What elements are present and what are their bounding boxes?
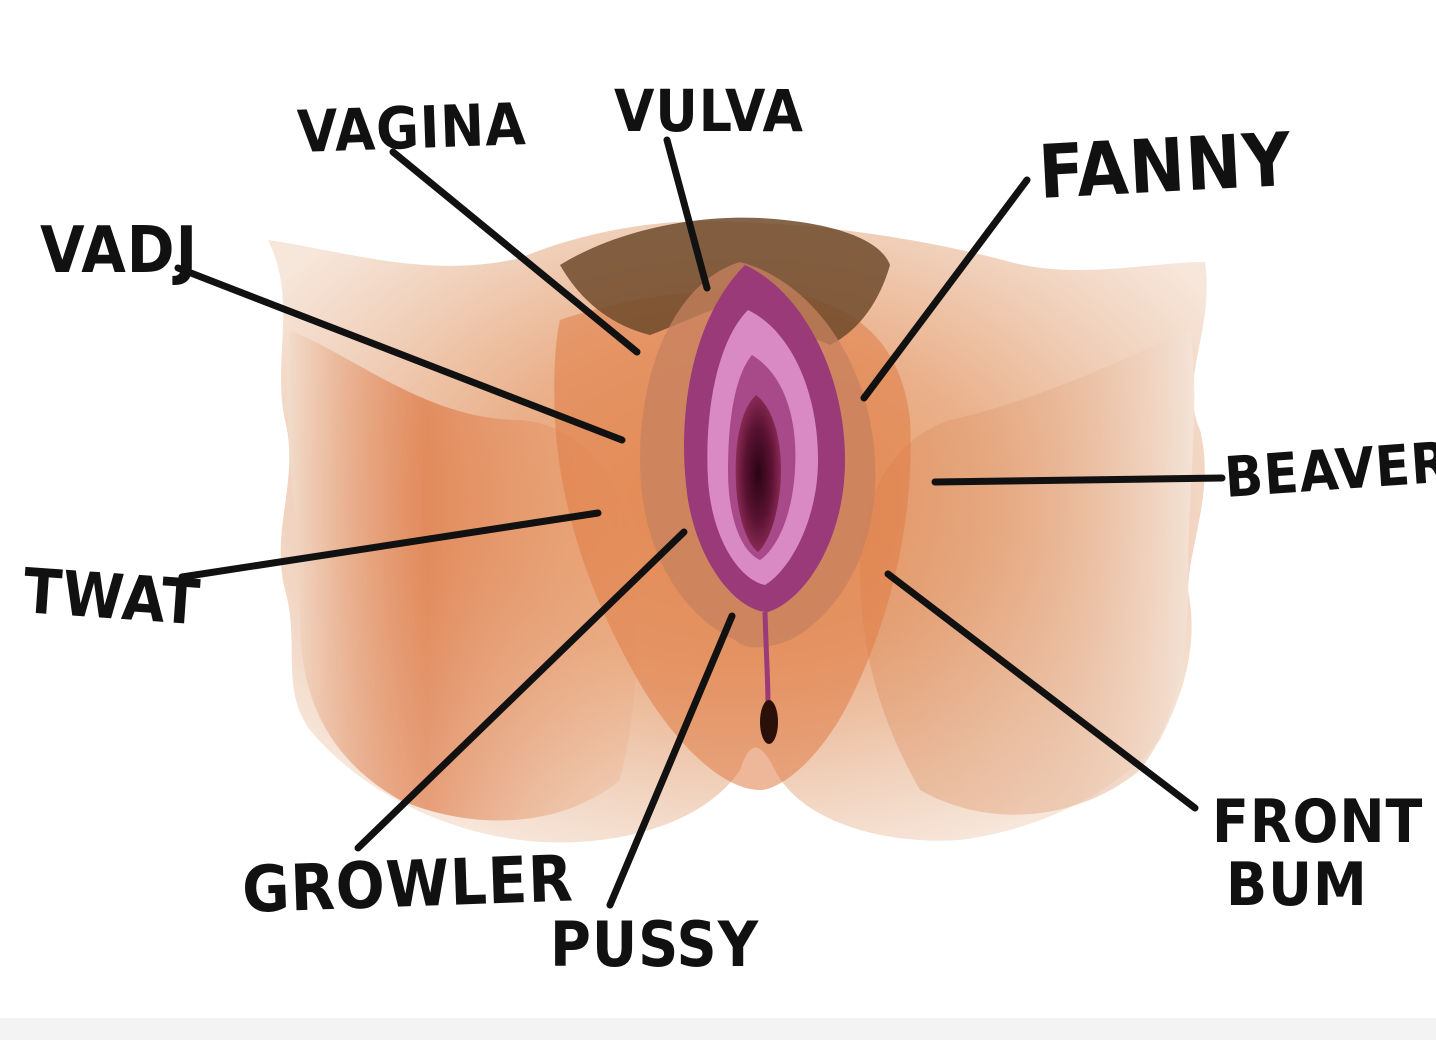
leader-twat [178,509,602,581]
leader-vulva [663,136,711,292]
label-front-bum-line1: FRONT [1212,787,1423,857]
anus [760,700,778,744]
vaginal-opening [735,395,781,552]
perineum-line [762,611,771,706]
label-vadj: VADJ [40,214,198,288]
labels: VAGINA VULVA FANNY VADJ BEAVER TWAT GROW… [21,77,1436,981]
label-vagina: VAGINA [296,90,527,166]
leader-beaver [931,474,1226,486]
leader-vagina [389,148,641,356]
label-twat: TWAT [21,554,203,639]
label-pussy: PUSSY [550,908,759,981]
leader-fanny [860,176,1031,402]
left-thigh-wash [287,330,637,821]
right-thigh-wash [860,330,1195,815]
leader-pussy [606,612,736,909]
label-front-bum-line2: BUM [1226,850,1368,920]
leader-lines [174,136,1226,909]
leader-front-bum [884,570,1199,812]
leader-vadj [174,264,626,444]
label-beaver: BEAVER [1222,430,1436,511]
watercolor-illustration [268,217,1207,843]
label-vulva: VULVA [614,77,804,145]
bottom-strip [0,1018,1436,1040]
leader-growler [354,528,688,852]
label-growler: GROWLER [241,842,575,928]
label-fanny: FANNY [1036,117,1293,216]
